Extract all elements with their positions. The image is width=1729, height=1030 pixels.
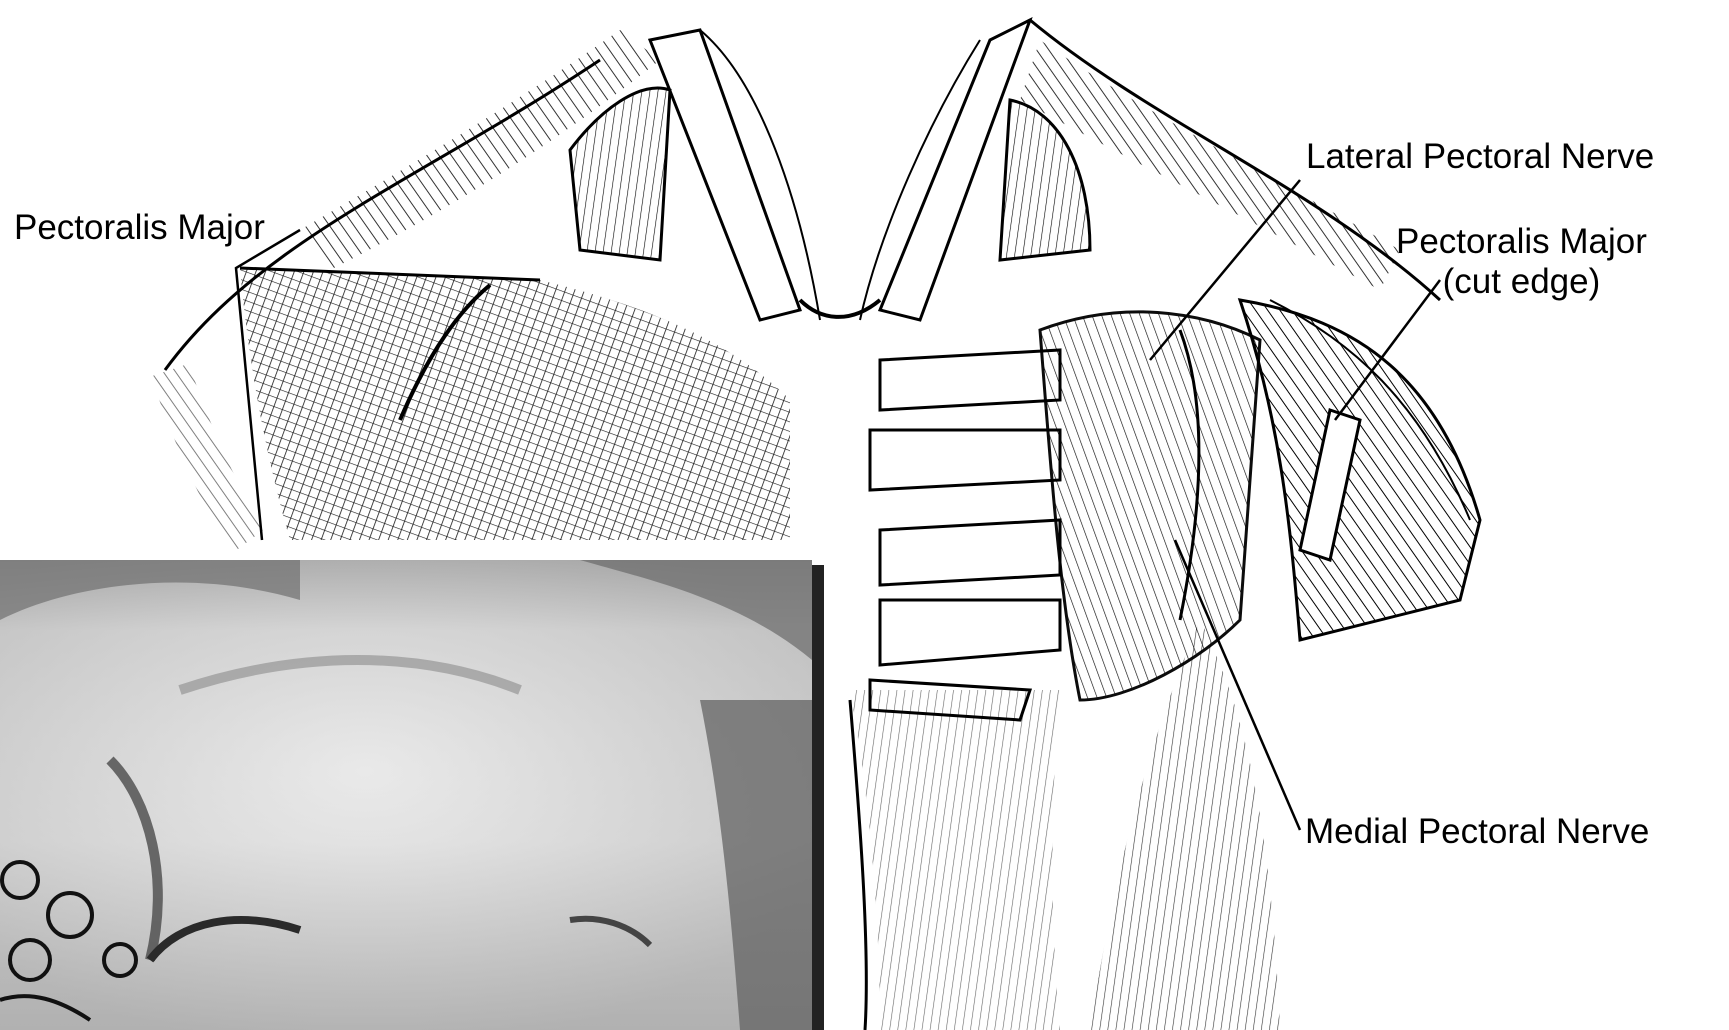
- ribs: [870, 350, 1060, 720]
- right-pectoralis-minor: [1040, 312, 1260, 700]
- right-chest-wall: [850, 690, 1060, 1030]
- label-medial-pectoral-nerve: Medial Pectoral Nerve: [1305, 812, 1649, 852]
- label-pectoralis-major-cut-edge-line1: Pectoralis Major: [1396, 222, 1647, 262]
- clinical-photograph: [0, 560, 824, 1030]
- label-pectoralis-major-cut-edge-line2: (cut edge): [1396, 262, 1647, 302]
- label-pectoralis-major: Pectoralis Major: [14, 208, 265, 248]
- left-pectoralis-major: [240, 268, 790, 540]
- neck-left-sternocleidomastoid: [650, 30, 800, 320]
- label-pectoralis-major-cut-edge: Pectoralis Major (cut edge): [1396, 222, 1647, 303]
- right-deltoid: [1240, 300, 1480, 640]
- label-lateral-pectoral-nerve: Lateral Pectoral Nerve: [1306, 137, 1654, 177]
